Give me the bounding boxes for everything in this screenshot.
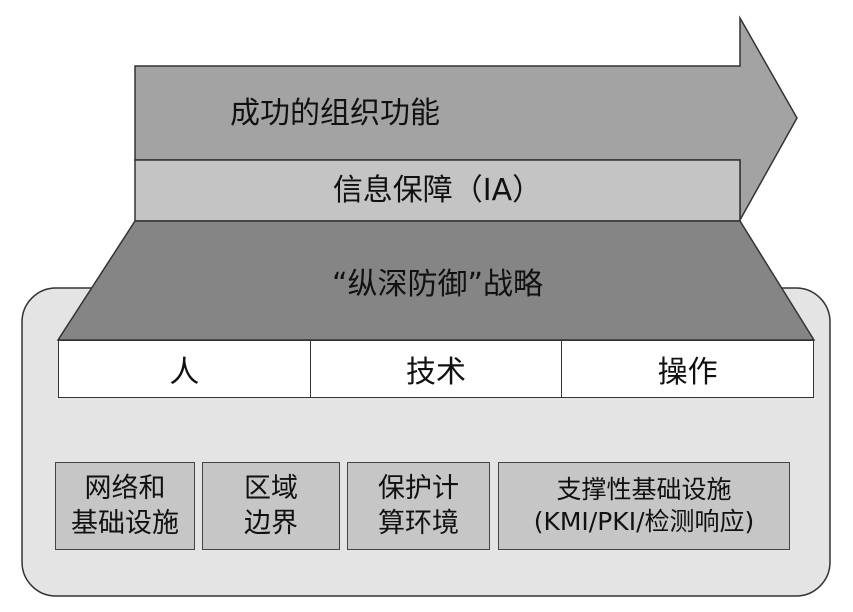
strategy-label: “纵深防御”战略 — [331, 266, 544, 302]
focus-supporting-infrastructure: 支撑性基础设施 (KMI/PKI/检测响应) — [498, 462, 790, 550]
pillar-people: 人 — [59, 341, 311, 397]
focus-line: 支撑性基础设施 — [556, 474, 732, 504]
focus-network-infrastructure: 网络和 基础设施 — [55, 462, 195, 550]
focus-line: 边界 — [244, 508, 298, 539]
focus-line: 算环境 — [378, 508, 459, 539]
ia-label: 信息保障（IA） — [332, 172, 543, 208]
focus-computing-environment: 保护计 算环境 — [347, 462, 490, 550]
pillar-technology: 技术 — [311, 341, 563, 397]
strategy-trapezoid — [56, 220, 816, 341]
focus-line: 保护计 — [378, 472, 459, 504]
focus-line: 基础设施 — [71, 508, 179, 539]
focus-enclave-boundary: 区域 边界 — [202, 462, 340, 550]
arrow-label: 成功的组织功能 — [230, 95, 440, 131]
pillar-operations: 操作 — [657, 355, 718, 390]
pillars-row: 人 技术 操作 — [58, 340, 814, 398]
focus-line: 区域 — [244, 472, 298, 504]
focus-line: (KMI/PKI/检测响应) — [533, 507, 755, 536]
ia-band — [134, 159, 741, 222]
focus-line: 网络和 — [84, 472, 166, 504]
